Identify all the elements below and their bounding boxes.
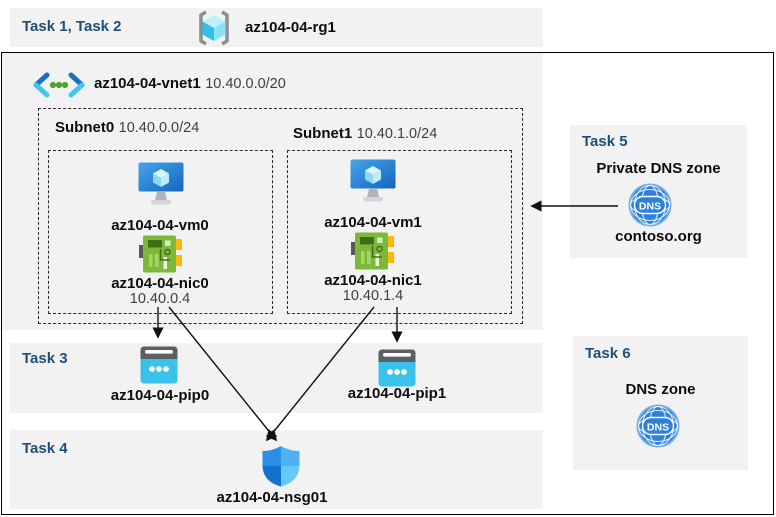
vm1-name: az104-04-vm1 xyxy=(324,214,422,231)
vm-icon xyxy=(350,159,396,202)
dns-icon: DNS xyxy=(636,404,680,448)
nic1-name: az104-04-nic1 xyxy=(324,272,422,289)
vnet-name: az104-04-vnet1 xyxy=(94,75,201,92)
nsg-name: az104-04-nsg01 xyxy=(216,489,328,506)
vm0-name: az104-04-vm0 xyxy=(111,217,209,234)
subnet0-name: Subnet0 xyxy=(55,119,115,136)
pip1-name: az104-04-pip1 xyxy=(347,385,447,402)
subnet0-cidr: 10.40.0.0/24 xyxy=(118,120,200,136)
task3-label: Task 3 xyxy=(22,350,68,367)
dns-icon-label: DNS xyxy=(639,201,661,213)
task4-label: Task 4 xyxy=(22,440,68,457)
task5-label: Task 5 xyxy=(582,133,628,150)
nsg-shield-icon xyxy=(262,446,300,487)
tasks-1-2-label: Task 1, Task 2 xyxy=(22,18,122,35)
subnet0-box xyxy=(48,150,273,314)
subnet1-name: Subnet1 xyxy=(293,125,353,142)
vnet-icon xyxy=(33,72,85,98)
dns-icon-label: DNS xyxy=(647,422,669,434)
subnet1-cidr: 10.40.1.0/24 xyxy=(356,126,438,142)
resource-group-panel xyxy=(10,8,543,47)
vm-icon xyxy=(138,162,184,205)
private-dns-zone-name: contoso.org xyxy=(615,228,702,245)
resource-group-name: az104-04-rg1 xyxy=(245,19,336,36)
nic-icon xyxy=(351,232,394,270)
nic1-ip: 10.40.1.4 xyxy=(342,288,404,304)
resource-group-icon xyxy=(199,10,229,46)
task6-label: Task 6 xyxy=(585,345,631,362)
dns-zone-title: DNS zone xyxy=(625,381,696,398)
task6-panel xyxy=(573,336,748,470)
vnet-cidr: 10.40.0.0/20 xyxy=(205,76,286,92)
pip0-name: az104-04-pip0 xyxy=(110,387,210,404)
public-ip-icon xyxy=(140,346,178,384)
subnet1-box xyxy=(287,150,512,314)
public-ip-icon xyxy=(378,349,416,387)
private-dns-zone-title: Private DNS zone xyxy=(596,160,721,177)
nic0-name: az104-04-nic0 xyxy=(111,275,209,292)
nic-icon xyxy=(139,235,182,273)
dns-icon: DNS xyxy=(628,183,672,227)
nic0-ip: 10.40.0.4 xyxy=(129,291,191,307)
